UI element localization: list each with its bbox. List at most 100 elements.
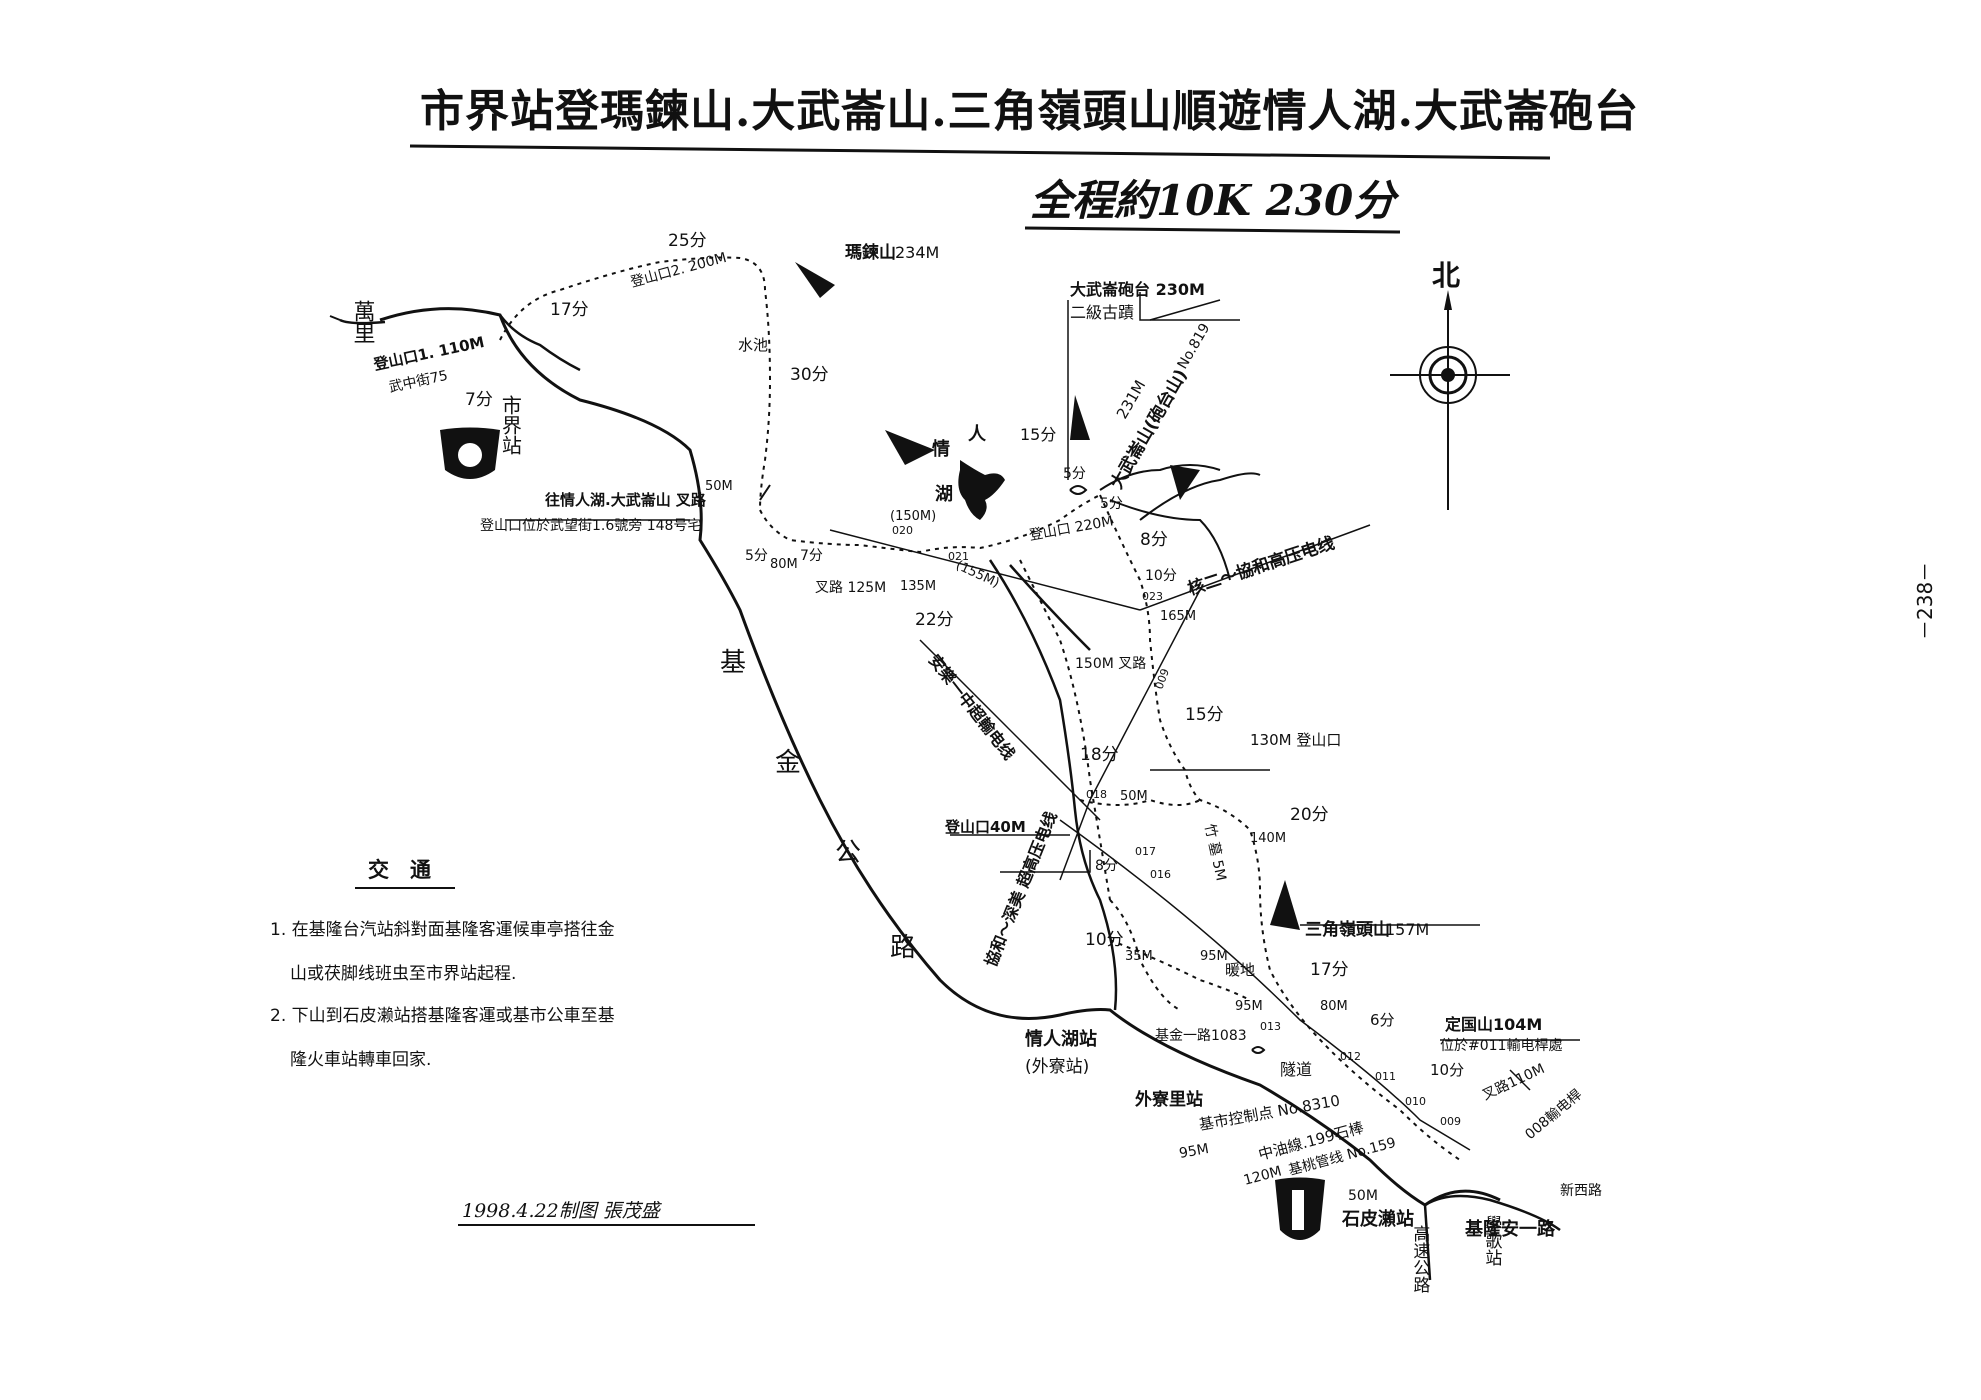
trailhead-wuxi-label: 登山口位於武望街1.6號旁 148号宅 [480, 517, 701, 534]
time-22: 22分 [915, 610, 954, 630]
junction-lake-label: 往情人湖.大武崙山 叉路 [545, 491, 707, 509]
time-8b: 8分 [1095, 858, 1118, 874]
shipilai-station-label: 石皮瀨站 [1341, 1208, 1414, 1230]
pole-013: 013 [1260, 1020, 1281, 1033]
time-25: 25分 [668, 231, 707, 251]
lover-lake-char-1: 情 [932, 439, 950, 460]
time-17b: 17分 [1310, 960, 1349, 980]
control-alt: 95M [1178, 1141, 1210, 1162]
alt-95a: 95M [1200, 949, 1228, 964]
new-road-label: 新西路 [1560, 1183, 1602, 1199]
peak-fort-sub: 二級古蹟 [1070, 303, 1134, 322]
transport-note-2a: 2. 下山到石皮濑站搭基隆客運或基市公車至基 [270, 1006, 615, 1026]
lover-lake-shape [958, 460, 1005, 520]
peak-fort-triangle [1070, 395, 1090, 440]
time-5b: 5分 [1100, 496, 1123, 512]
transport-note-1b: 山或茯脚线班虫至市界站起程. [290, 964, 517, 984]
alt-135: 135M [900, 579, 936, 594]
trail-maxie [499, 256, 772, 511]
time-15a: 15分 [1020, 425, 1056, 444]
jijin-road-char-4: 路 [890, 933, 917, 963]
peak-sanjiao-triangle [1270, 880, 1300, 930]
alt-50: 50M [705, 479, 733, 494]
time-7b: 7分 [800, 548, 823, 564]
alt-50b: 50M [1120, 789, 1148, 804]
time-30: 30分 [790, 365, 829, 385]
peak-dingguo-sub: 位於#011輸电桿處 [1440, 1038, 1562, 1054]
trailhead-130-label: 130M 登山口 [1250, 731, 1341, 749]
water-pond-label: 水池 [738, 336, 768, 354]
jijin-1083-label: 基金一路1083 [1155, 1027, 1247, 1044]
jijin-road-char-1: 基 [720, 648, 747, 678]
peak-maxie-triangle [795, 262, 835, 298]
fork-150-label: 150M 叉路 [1075, 656, 1146, 672]
time-6: 6分 [1370, 1011, 1395, 1029]
fork-125-label: 叉路 125M [815, 580, 886, 596]
pole-016: 016 [1150, 868, 1171, 881]
time-5c: 5分 [745, 548, 768, 564]
time-15b: 15分 [1185, 705, 1224, 725]
transport-note-1a: 1. 在基隆台汽站斜對面基隆客運候車亭搭往金 [270, 920, 615, 940]
pole-021: 021 [948, 550, 969, 563]
jijin-road-char-2: 金 [775, 748, 802, 778]
peak-maxie-label: 瑪鍊山 [845, 242, 896, 263]
peak-sanjiao-label: 三角嶺頭山 [1305, 919, 1390, 940]
time-10b: 10分 [1085, 930, 1124, 950]
keelung-an1-label: 基隆安一路 [1464, 1218, 1556, 1240]
transport-heading: 交 通 [368, 858, 431, 882]
time-10c: 10分 [1430, 1061, 1464, 1079]
peak-sanjiao-alt: 157M [1385, 920, 1429, 939]
warm-land-label: 暖地 [1225, 961, 1255, 979]
pole-023: 023 [1142, 590, 1163, 603]
pole-017: 017 [1135, 845, 1156, 858]
map-subtitle: 全程約10K 230分 [1030, 176, 1396, 225]
alt-80: 80M [770, 557, 798, 572]
time-8: 8分 [1140, 530, 1168, 550]
alt-150: (150M) [890, 509, 936, 524]
map-title: 市界站登瑪鍊山.大武崙山.三角嶺頭山順遊情人湖.大武崙砲台 [420, 86, 1639, 137]
time-7: 7分 [465, 390, 493, 410]
pole-010: 010 [1405, 1095, 1426, 1108]
time-18: 18分 [1080, 745, 1119, 765]
tunnel-label: 隧道 [1280, 1060, 1312, 1079]
pole-018: 018 [1086, 788, 1107, 801]
xuedao-label: 學歌站 [1481, 1215, 1502, 1266]
transport-note-2b: 隆火車站轉車回家. [290, 1050, 432, 1070]
time-20: 20分 [1290, 805, 1329, 825]
highway-label: 高速公路 [1409, 1225, 1430, 1293]
jijin-road-char-3: 公 [835, 838, 862, 868]
pole-012: 012 [1340, 1050, 1361, 1063]
peak-triangles [795, 262, 1300, 930]
alt-80b: 80M [1320, 999, 1348, 1014]
compass-rose [1390, 290, 1510, 510]
trailhead-40-label: 登山口40M [944, 818, 1026, 836]
waiyaoli-station-label: 外寮里站 [1135, 1089, 1203, 1110]
jijin-road-line [379, 307, 1501, 1207]
time-10a: 10分 [1145, 568, 1177, 584]
alt-95b: 95M [1235, 999, 1263, 1014]
pole-011: 011 [1375, 1070, 1396, 1083]
shipilai-station-icon [1275, 1177, 1325, 1240]
peak-dawulun-triangle [1170, 465, 1200, 500]
alt-35: 35M [1125, 949, 1153, 964]
shipilai-alt: 50M [1348, 1188, 1378, 1204]
alt-165: 165M [1160, 609, 1196, 624]
north-label: 北 [1432, 259, 1461, 292]
credit-line: 1998.4.22制图 張茂盛 [462, 1200, 660, 1222]
lover-lake-station-sub: (外寮站) [1025, 1057, 1089, 1077]
peak-dingguo-label: 定国山104M [1444, 1015, 1542, 1034]
peak-fort-label: 大武崙砲台 230M [1070, 280, 1205, 299]
lover-lake-char-2: 人 [968, 424, 987, 445]
time-5a: 5分 [1063, 466, 1086, 482]
wanli-label: 萬里 [349, 300, 375, 344]
shijie-station-label: 市界站 [498, 395, 523, 455]
pole-020: 020 [892, 524, 913, 537]
lover-lake-station-label: 情人湖站 [1025, 1028, 1097, 1050]
peak-lake-triangle [885, 430, 935, 465]
shijie-station-icon [440, 427, 500, 479]
lover-lake-char-3: 湖 [935, 484, 953, 505]
